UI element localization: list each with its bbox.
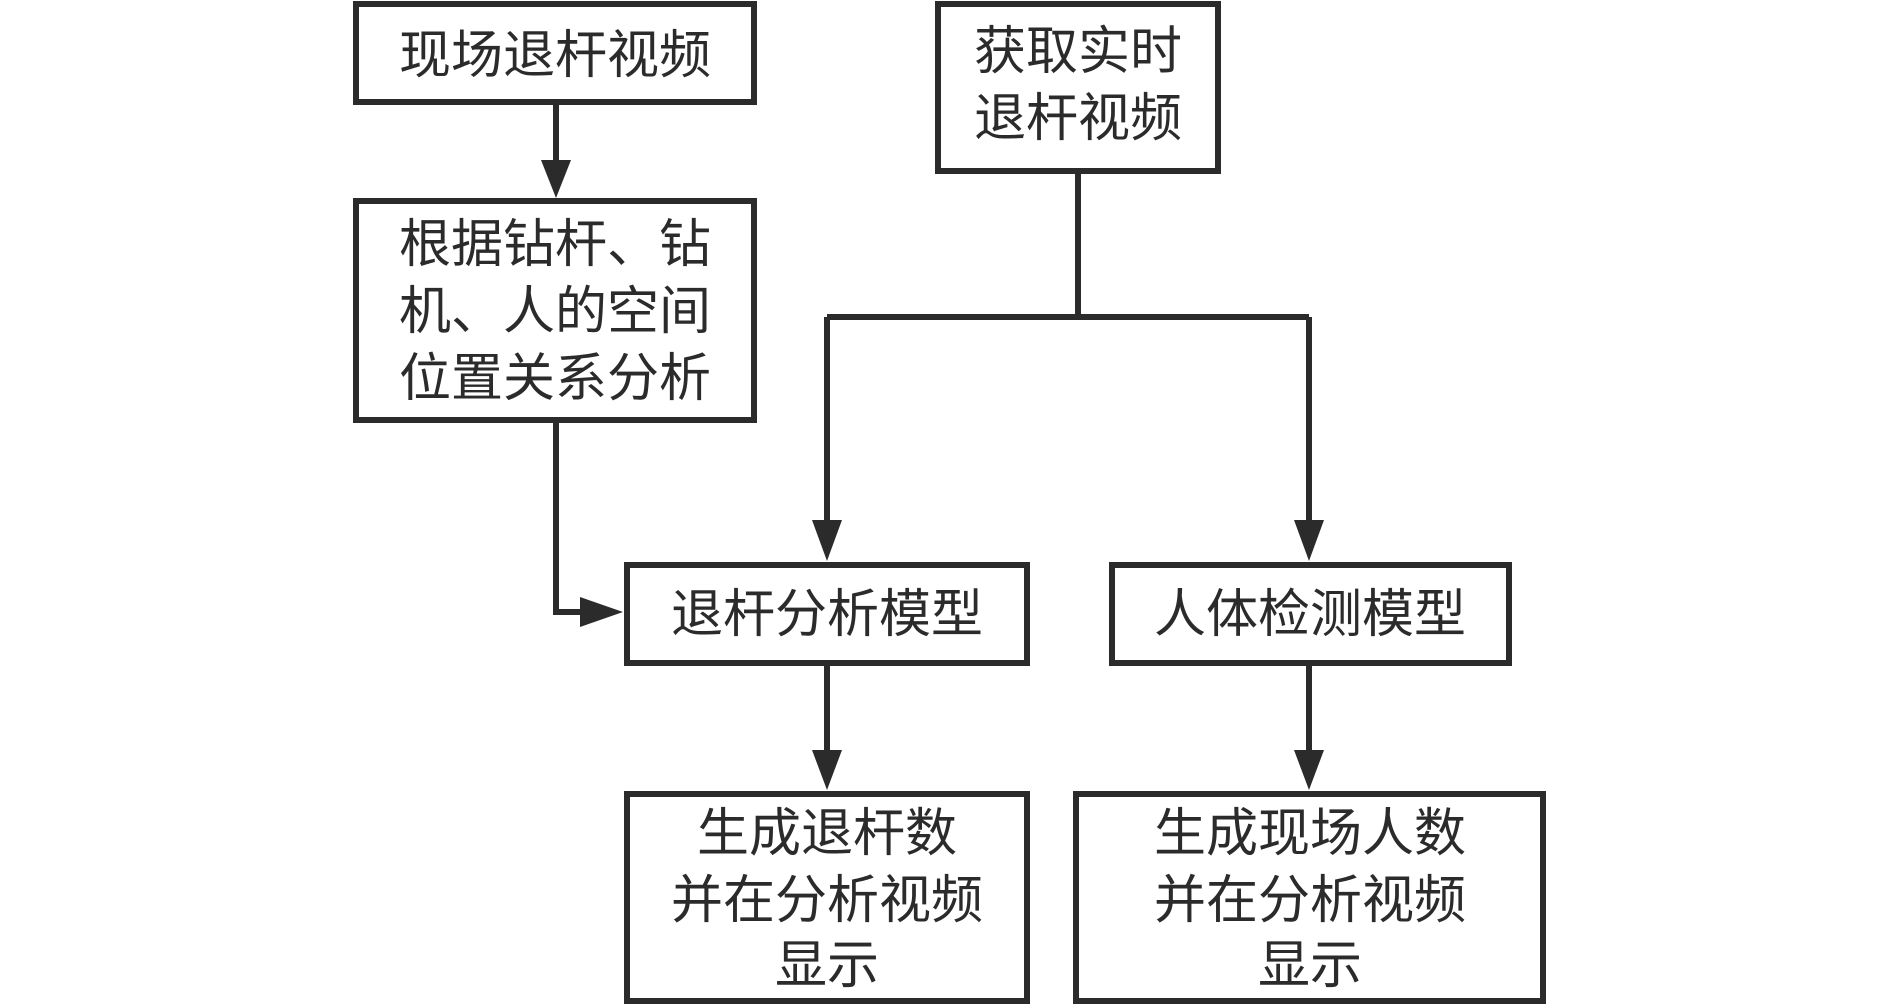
arrowhead-pullback-model-to-output <box>812 750 842 790</box>
node-pullback-output: 生成退杆数 并在分析视频 显示 <box>624 791 1030 1004</box>
node-label-line-1: 根据钻杆、钻 <box>399 215 711 275</box>
node-people-output: 生成现场人数 并在分析视频 显示 <box>1073 791 1546 1004</box>
node-label-line-3: 位置关系分析 <box>399 349 711 409</box>
node-realtime-video: 获取实时 退杆视频 <box>935 1 1221 174</box>
node-label-line-3: 显示 <box>775 936 879 996</box>
node-label: 人体检测模型 <box>1154 585 1466 645</box>
node-label-line-2: 机、人的空间 <box>399 282 711 342</box>
node-label-line-1: 获取实时 <box>974 22 1182 82</box>
arrowhead-human-model-to-output <box>1294 750 1324 790</box>
node-label-line-3: 显示 <box>1258 936 1362 996</box>
arrowhead-split-to-pullback-model <box>812 520 842 561</box>
node-label-line-2: 退杆视频 <box>974 89 1182 149</box>
node-label-line-1: 生成现场人数 <box>1154 804 1466 864</box>
arrowhead-site-to-spatial <box>541 160 571 198</box>
node-spatial-analysis: 根据钻杆、钻 机、人的空间 位置关系分析 <box>353 198 757 423</box>
node-site-video: 现场退杆视频 <box>353 1 757 105</box>
node-label-line-2: 并在分析视频 <box>671 871 983 931</box>
node-label-line-2: 并在分析视频 <box>1154 871 1466 931</box>
arrowhead-split-to-human-model <box>1294 520 1324 561</box>
node-human-model: 人体检测模型 <box>1109 562 1512 666</box>
arrowhead-spatial-to-pullback-model <box>580 597 623 627</box>
node-pullback-model: 退杆分析模型 <box>624 562 1030 666</box>
node-label: 退杆分析模型 <box>671 585 983 645</box>
node-label-line-1: 生成退杆数 <box>697 804 957 864</box>
connectors <box>541 102 1324 790</box>
node-label: 现场退杆视频 <box>399 26 711 86</box>
edge-spatial-to-pullback-model <box>553 420 580 615</box>
